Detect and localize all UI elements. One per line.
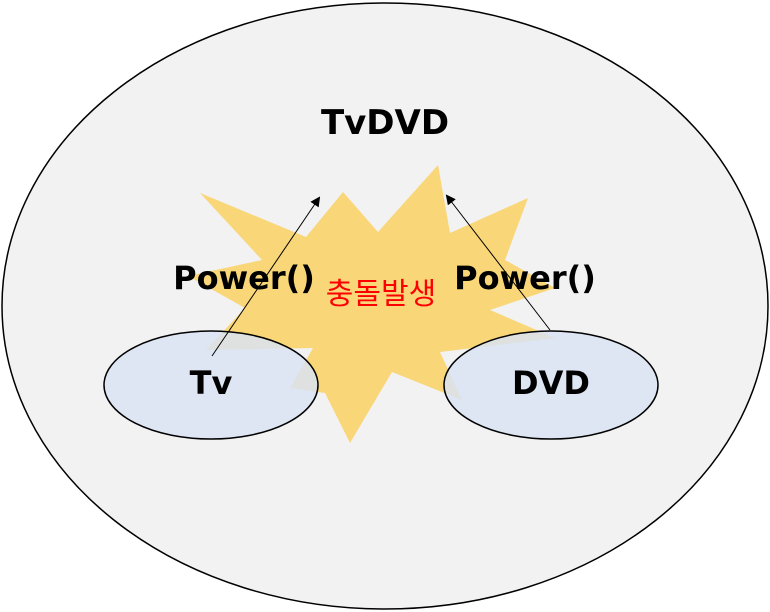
tv-to-tvdvd-arrow	[211, 196, 321, 357]
tv-class-label: Tv	[190, 364, 233, 402]
dvd-to-tvdvd-arrow	[445, 194, 551, 331]
collision-text: 충돌발생	[326, 277, 436, 312]
outer-class-label: TvDVD	[321, 103, 449, 143]
tv-class-ellipse	[103, 330, 319, 440]
dvd-class-label: DVD	[512, 364, 590, 402]
dvd-class-ellipse	[443, 330, 659, 440]
right-method-label: Power()	[454, 259, 596, 297]
collision-burst	[188, 165, 555, 443]
left-method-label: Power()	[173, 259, 315, 297]
